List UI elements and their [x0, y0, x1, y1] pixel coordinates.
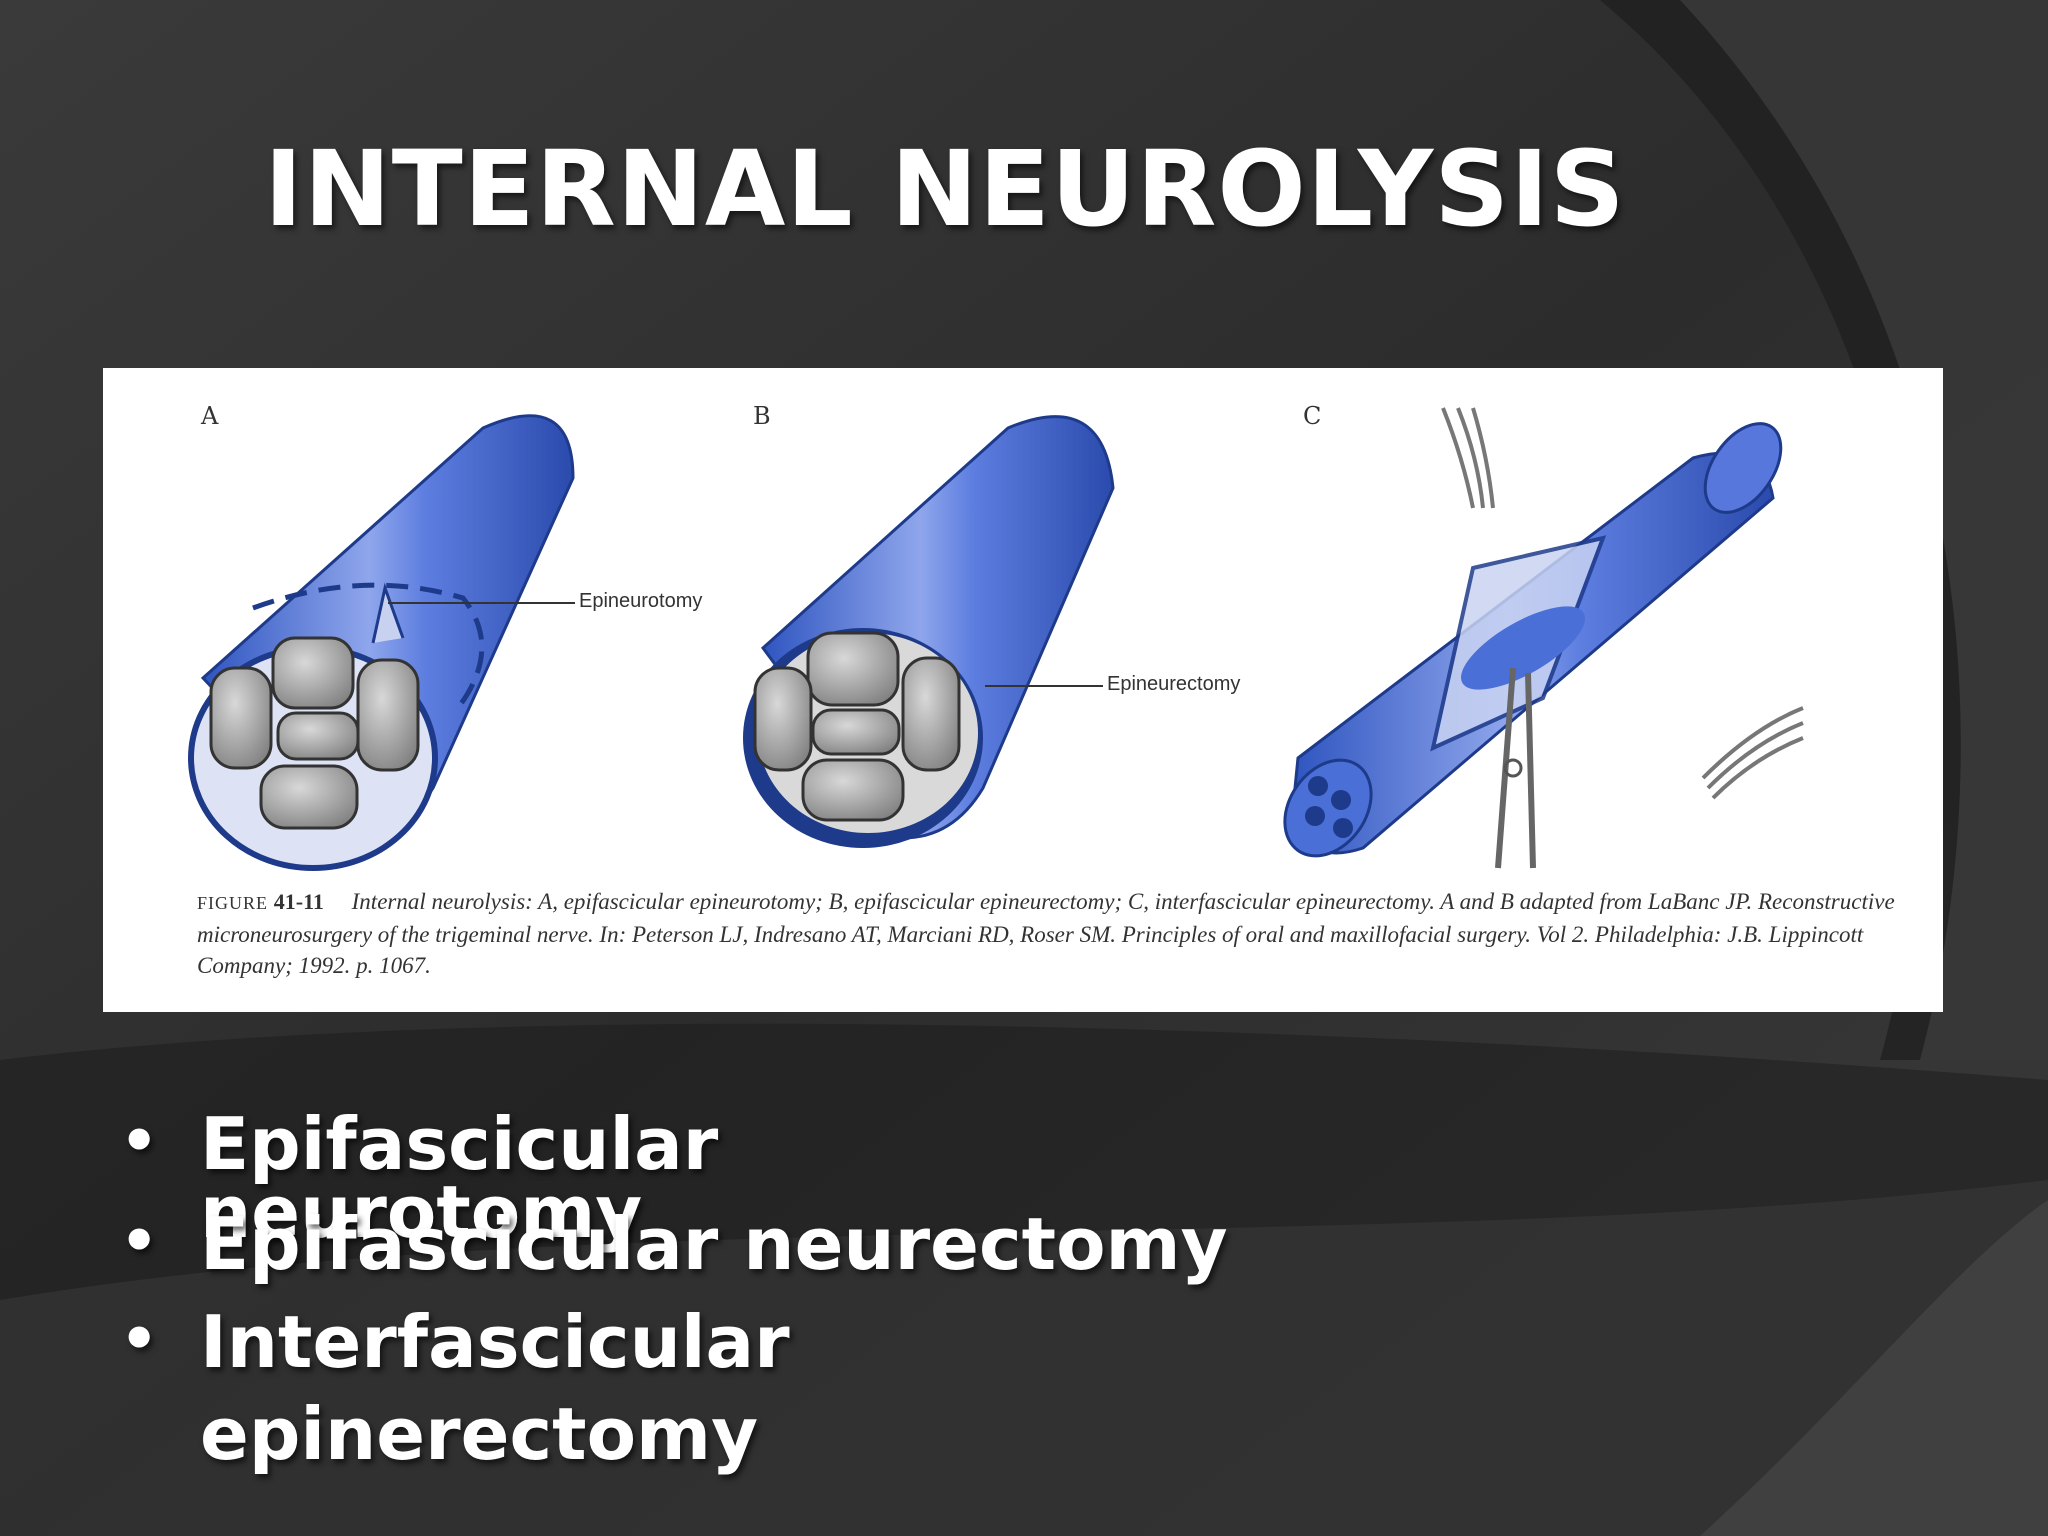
nerve-illustration: [188, 407, 1804, 871]
figure-panel: A B C Epineurotomy Epineurectomy FIGURE …: [103, 368, 1943, 1012]
callout-epineurectomy: Epineurectomy: [1107, 673, 1241, 695]
callout-epineurotomy: Epineurotomy: [579, 590, 703, 612]
panel-a-letter: A: [201, 402, 219, 430]
panel-a-nerve: [188, 414, 575, 871]
bullet-text: Epifascicular neurotomy: [200, 1102, 719, 1254]
panel-c-nerve: [1283, 407, 1804, 869]
caption-number: 41-11: [273, 889, 324, 914]
bullet-dot: •: [120, 1106, 159, 1176]
slide-title: INTERNAL NEUROLYSIS: [264, 128, 1626, 250]
panel-b-nerve: [743, 415, 1115, 848]
bullet-dot: •: [120, 1206, 159, 1276]
bullet-dot: •: [120, 1304, 159, 1374]
figure-caption: FIGURE 41-11 Internal neurolysis: A, epi…: [197, 886, 1927, 981]
panel-b-letter: B: [753, 402, 771, 430]
caption-text: Internal neurolysis: A, epifascicular ep…: [197, 889, 1895, 978]
caption-label: FIGURE: [197, 893, 269, 913]
panel-c-letter: C: [1303, 402, 1322, 430]
bullet-text: Epifascicular neurectomy: [200, 1202, 1228, 1286]
bullet-text: Interfascicular epinerectomy: [200, 1300, 790, 1476]
